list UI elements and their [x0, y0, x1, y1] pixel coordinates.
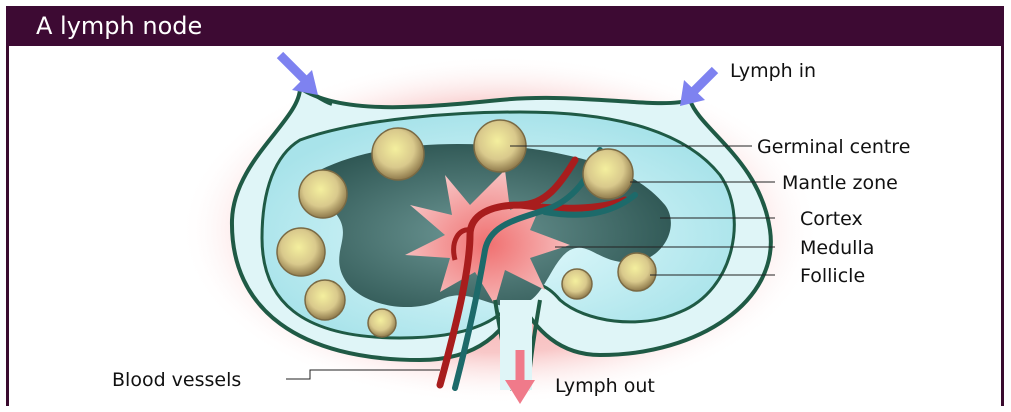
label-cortex: Cortex [800, 208, 863, 230]
lymph-in-arrow-left [280, 55, 318, 95]
follicle [583, 149, 633, 199]
follicle [618, 253, 656, 291]
label-mantle-zone: Mantle zone [782, 172, 898, 194]
follicle [305, 280, 345, 320]
label-medulla: Medulla [800, 237, 874, 259]
follicle [299, 170, 347, 218]
follicle [368, 309, 396, 337]
follicle [372, 128, 424, 180]
label-germinal-centre: Germinal centre [757, 136, 910, 158]
follicle [277, 228, 325, 276]
label-blood-vessels: Blood vessels [112, 369, 241, 391]
follicle [562, 269, 592, 299]
label-lymph-out: Lymph out [555, 375, 655, 397]
label-lymph-in: Lymph in [730, 60, 816, 82]
label-follicle: Follicle [800, 265, 865, 287]
